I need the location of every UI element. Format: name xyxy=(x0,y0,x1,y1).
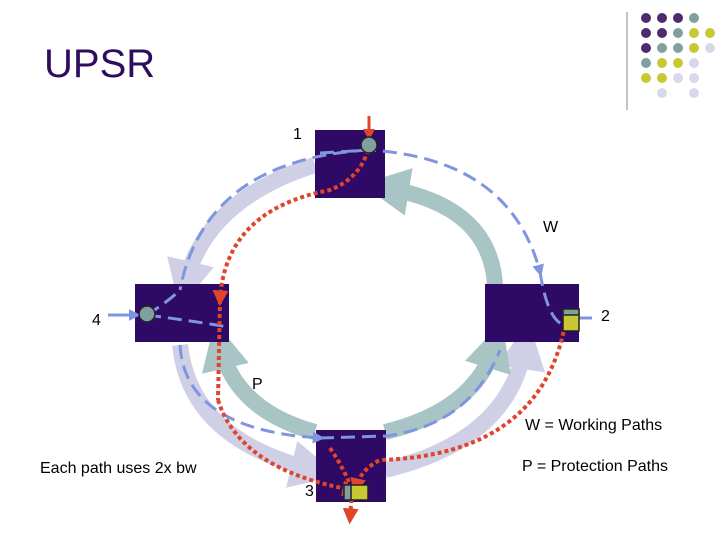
circle-transmitter-icon xyxy=(138,305,156,323)
outer-ring xyxy=(167,157,545,488)
selector-receiver-icon xyxy=(562,308,580,332)
node-1-label: 1 xyxy=(293,126,302,143)
slide-title: UPSR xyxy=(44,42,156,86)
node-2-label: 2 xyxy=(601,308,610,325)
legend-protection: P = Protection Paths xyxy=(522,458,669,475)
protection-ring-label: P xyxy=(252,376,263,393)
decorative-dot-grid xyxy=(626,12,715,110)
circle-transmitter-icon xyxy=(360,136,378,154)
selector-receiver-icon xyxy=(343,484,369,501)
inner-ring xyxy=(202,168,511,440)
bandwidth-note: Each path uses 2x bw xyxy=(40,460,197,477)
node-4-label: 4 xyxy=(92,312,101,329)
node-3-label: 3 xyxy=(305,483,314,500)
working-paths xyxy=(146,148,566,444)
legend-working: W = Working Paths xyxy=(525,417,663,434)
working-ring-label: W xyxy=(543,219,559,236)
